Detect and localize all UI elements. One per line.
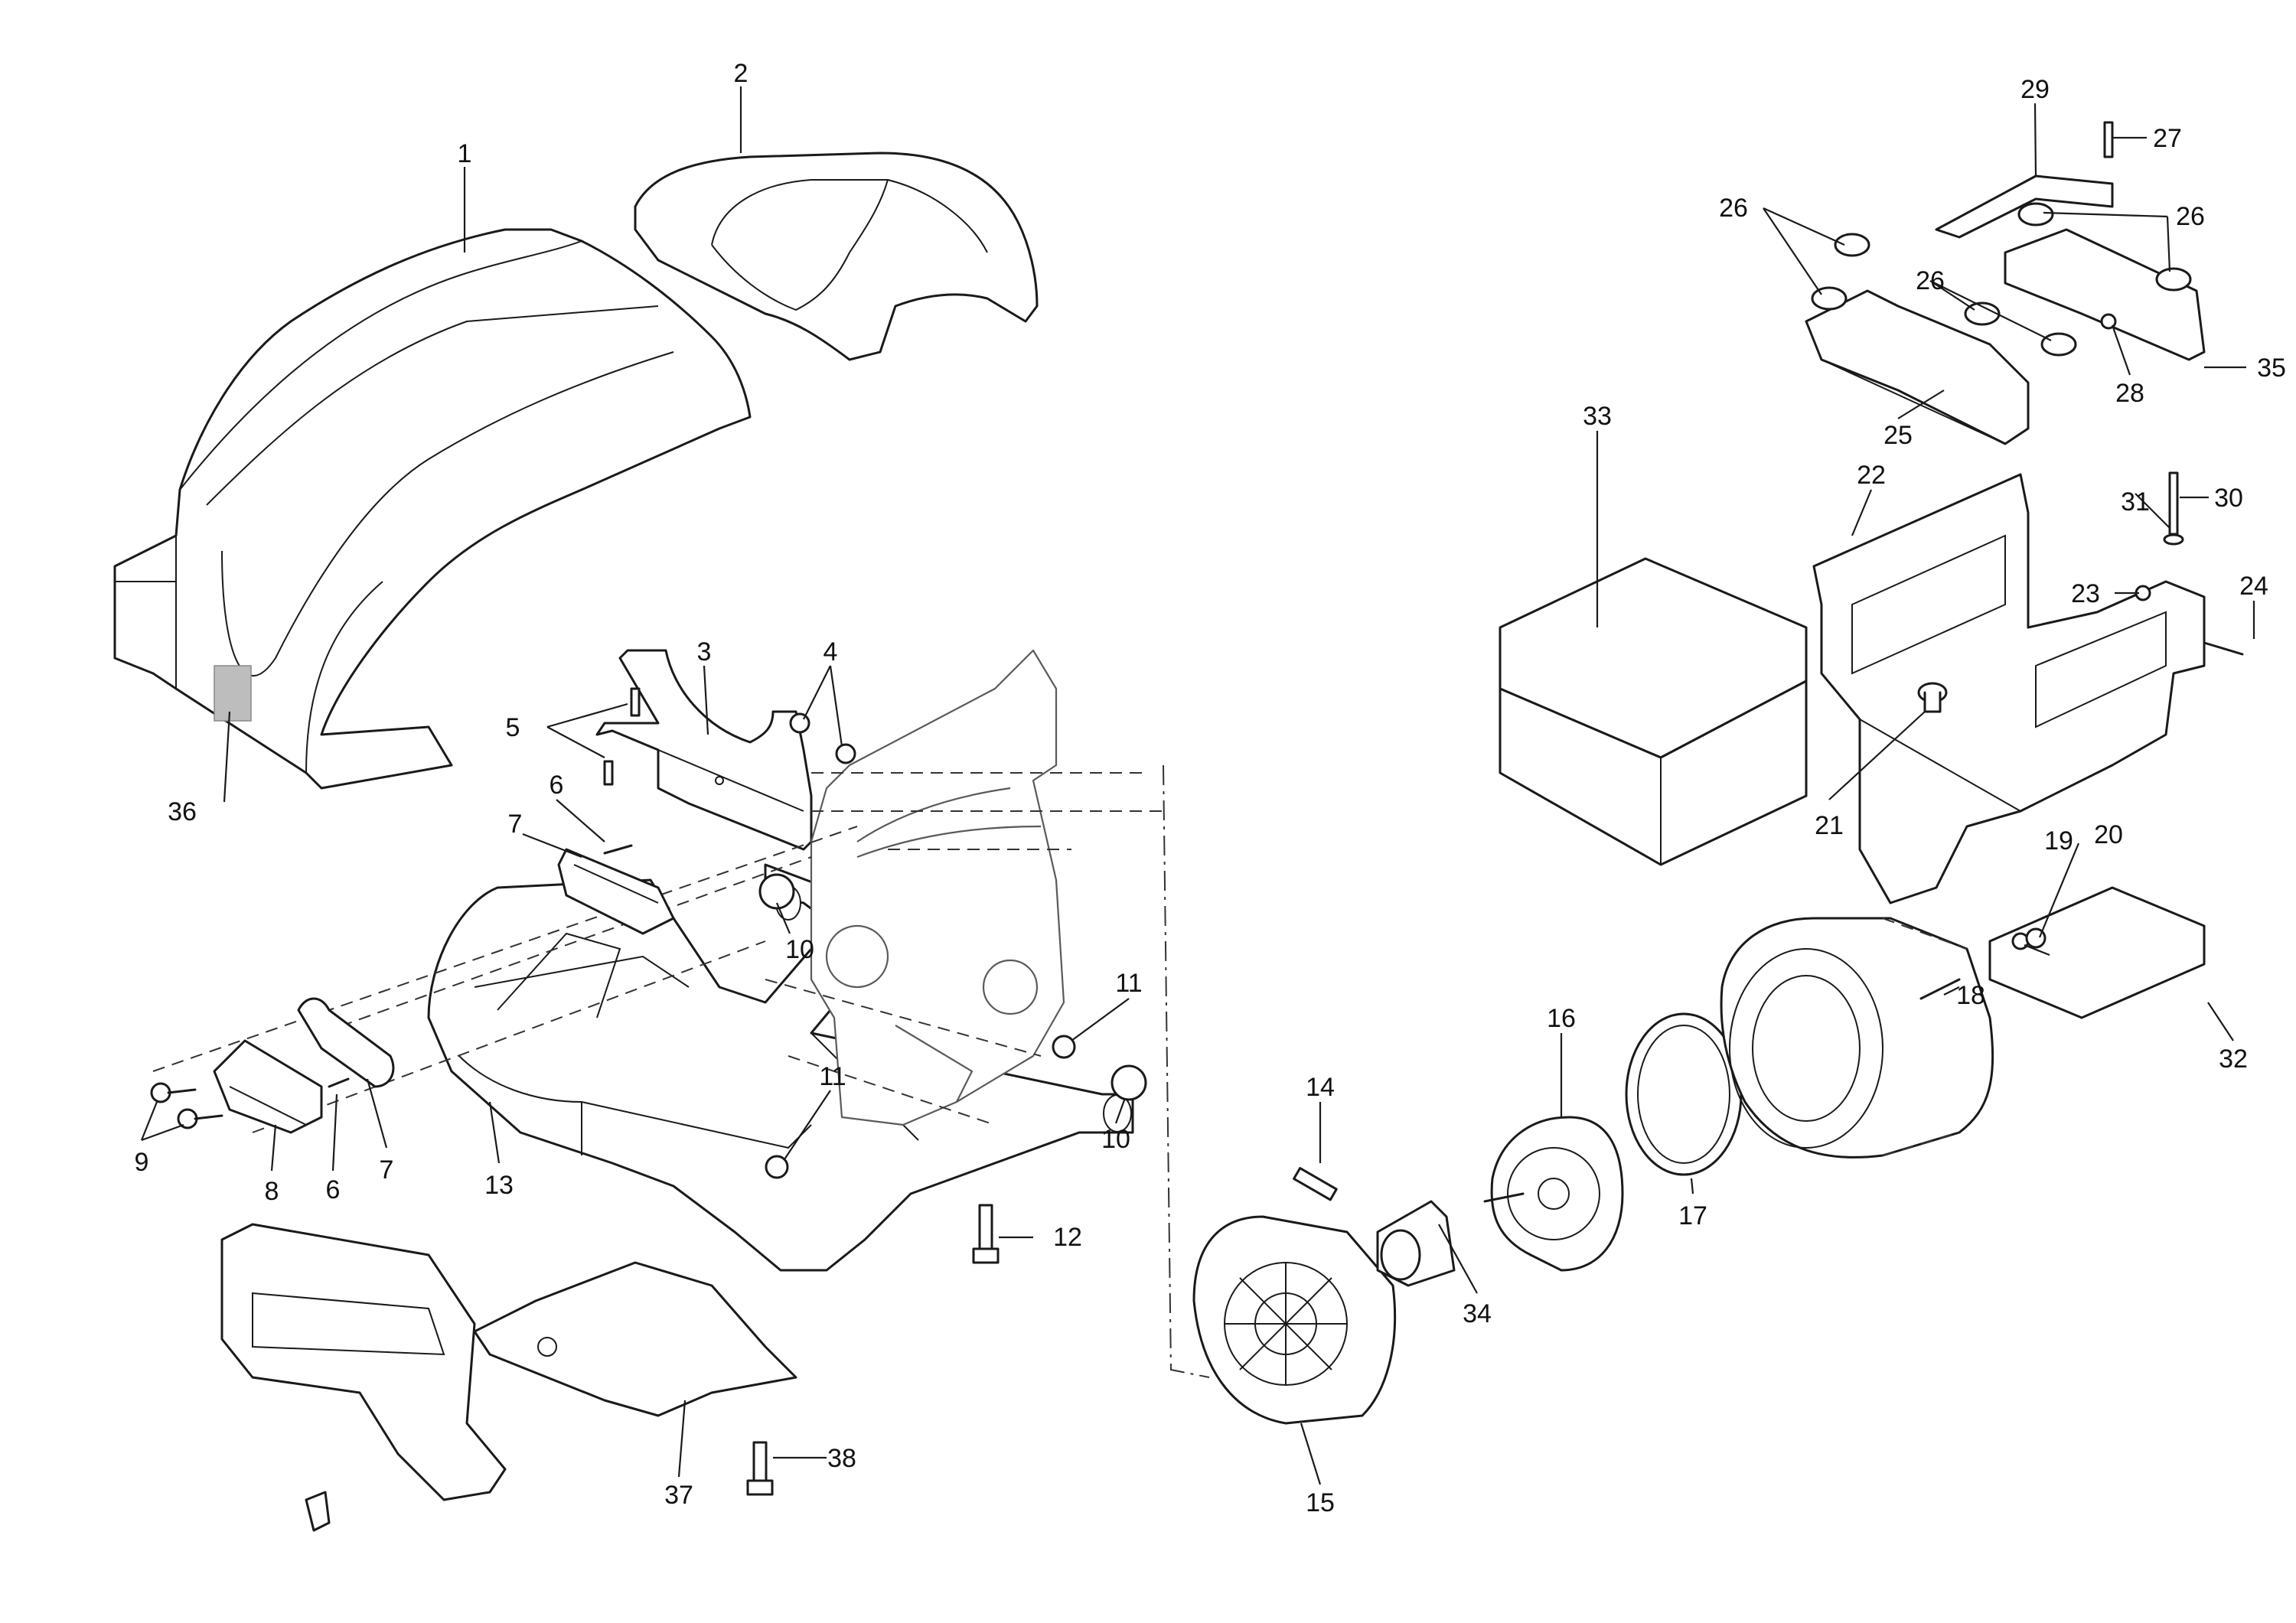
callout-26-middle: 26 xyxy=(1916,266,1945,295)
callout-10-upper: 10 xyxy=(785,935,814,964)
part-10-caps xyxy=(758,873,1147,1101)
callout-37: 37 xyxy=(664,1481,693,1510)
part-25-bracket xyxy=(1805,289,2030,445)
part-35-bracket xyxy=(2004,228,2206,361)
part-11-nuts xyxy=(765,1035,1076,1179)
callout-30: 30 xyxy=(2214,484,2243,513)
part-24-bolt xyxy=(2203,641,2244,656)
callout-21: 21 xyxy=(1815,811,1844,840)
callout-2: 2 xyxy=(734,59,748,88)
part-12-bolt xyxy=(972,1204,1000,1264)
callout-8: 8 xyxy=(265,1177,279,1206)
part-16-rotor xyxy=(1483,1116,1624,1272)
callout-31: 31 xyxy=(2121,487,2150,517)
callout-24: 24 xyxy=(2239,572,2268,601)
part-18-pin xyxy=(1919,978,1961,1000)
callout-10-lower: 10 xyxy=(1101,1125,1130,1154)
callout-18: 18 xyxy=(1956,981,1985,1010)
callout-5: 5 xyxy=(506,713,520,742)
callout-22: 22 xyxy=(1857,461,1886,490)
callouts: 1 2 3 4 5 6 6 7 7 8 9 10 10 11 11 12 13 … xyxy=(135,59,2286,1517)
callout-27: 27 xyxy=(2153,124,2182,153)
part-9-bolts xyxy=(150,1082,223,1129)
callout-9: 9 xyxy=(135,1148,149,1177)
part-1-main-cover xyxy=(113,228,752,790)
callout-23: 23 xyxy=(2071,579,2100,608)
callout-7-upper: 7 xyxy=(508,810,523,839)
callout-13: 13 xyxy=(484,1171,514,1200)
callout-26-left: 26 xyxy=(1719,194,1748,223)
part-37-plate xyxy=(473,1261,797,1417)
callout-25: 25 xyxy=(1883,421,1913,450)
callout-19: 19 xyxy=(2044,826,2073,855)
part-38-bolt xyxy=(746,1441,774,1496)
callout-38: 38 xyxy=(827,1444,856,1473)
part-7-clamp-upper xyxy=(557,848,675,935)
label-patch-36 xyxy=(214,665,252,722)
part-handle-box xyxy=(220,1223,507,1532)
callout-20: 20 xyxy=(2094,820,2123,849)
part-26-grommets xyxy=(1811,202,2192,357)
part-14-bolt xyxy=(1293,1167,1338,1201)
part-27-bolt xyxy=(2103,121,2114,158)
callout-6-upper: 6 xyxy=(550,771,564,800)
part-6-pins xyxy=(328,844,633,1088)
callout-11-right: 11 xyxy=(1115,969,1142,998)
callout-4: 4 xyxy=(823,637,838,666)
callout-11-left: 11 xyxy=(819,1062,846,1091)
part-8-clamp xyxy=(213,1039,323,1134)
callout-15: 15 xyxy=(1306,1488,1335,1517)
callout-12: 12 xyxy=(1053,1223,1082,1252)
callout-32: 32 xyxy=(2219,1045,2248,1074)
callout-14: 14 xyxy=(1306,1073,1335,1102)
part-30-31-bolt xyxy=(2163,471,2184,546)
callout-26-right: 26 xyxy=(2176,202,2205,231)
leader-lines xyxy=(140,86,2255,1485)
part-3-bracket xyxy=(595,649,813,851)
callout-16: 16 xyxy=(1547,1004,1576,1033)
part-33-battery xyxy=(1499,557,1808,866)
part-stator-housing xyxy=(1720,917,1994,1159)
part-21-stud xyxy=(1917,682,1948,713)
callout-36: 36 xyxy=(168,797,197,826)
callout-6-lower: 6 xyxy=(326,1175,341,1204)
callout-28: 28 xyxy=(2115,379,2144,408)
part-2-top-cover xyxy=(634,152,1039,361)
callout-7-lower: 7 xyxy=(380,1155,394,1185)
callout-1: 1 xyxy=(458,139,472,168)
callout-33: 33 xyxy=(1583,402,1612,431)
callout-29: 29 xyxy=(2020,75,2050,104)
callout-35: 35 xyxy=(2257,354,2286,383)
part-5-bolts xyxy=(603,687,641,786)
engine-block xyxy=(152,649,1210,1378)
part-32-box xyxy=(1988,886,2206,1019)
part-7-clamp-lower xyxy=(297,997,395,1088)
part-22-battery-tray xyxy=(1812,473,2206,904)
callout-3: 3 xyxy=(697,637,712,666)
callout-17: 17 xyxy=(1678,1201,1707,1230)
part-28-nut xyxy=(2100,313,2117,330)
part-34-sleeve xyxy=(1376,1200,1456,1287)
callout-34: 34 xyxy=(1463,1299,1492,1328)
part-15-fan-housing xyxy=(1192,1215,1397,1425)
